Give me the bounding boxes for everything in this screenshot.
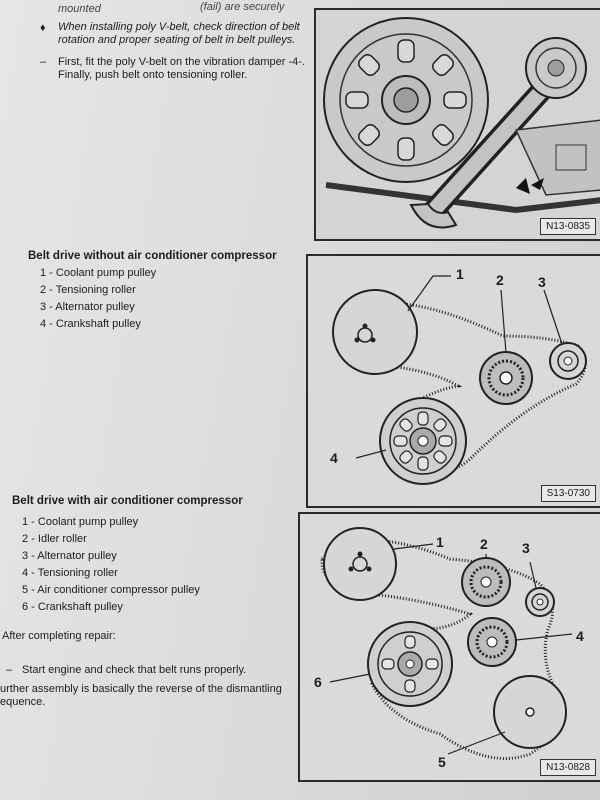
list-item: 5 - Air conditioner compressor pulley (22, 584, 200, 596)
instruction-line: First, fit the poly V-belt on the vibrat… (58, 56, 306, 68)
list-item: 4 - Tensioning roller (22, 567, 118, 579)
note-line: When installing poly V-belt, check direc… (58, 21, 300, 33)
note-line: urther assembly is basically the reverse… (0, 683, 282, 695)
belt-drive-figure: 1 2 3 4 S13-0730 (306, 254, 600, 508)
callout-label: 6 (314, 674, 322, 690)
callout-label: 3 (522, 540, 530, 556)
after-repair-heading: After completing repair: (2, 630, 116, 642)
callout-label: 4 (330, 450, 338, 466)
note-line: rotation and proper seating of belt in b… (58, 34, 296, 46)
tensioner-wrench-drawing (316, 10, 600, 239)
dash-bullet-icon: – (6, 664, 13, 676)
figure-id: S13-0730 (540, 485, 596, 502)
list-item: 1 - Coolant pump pulley (40, 267, 157, 279)
list-item: 6 - Crankshaft pulley (22, 601, 123, 613)
belt-drive-drawing (332, 275, 587, 485)
list-item: 1 - Coolant pump pulley (22, 516, 139, 528)
callout-label: 1 (456, 266, 464, 282)
list-item: 2 - Idler roller (22, 533, 87, 545)
figure-id: N13-0828 (540, 759, 596, 776)
cut-off-line-right: (fail) are securely (200, 1, 285, 13)
instruction-line: Finally, push belt onto tensioning rolle… (58, 69, 248, 81)
dash-bullet-icon: – (40, 56, 47, 68)
parts-list: 1 - Coolant pump pulley 2 - Idler roller… (22, 514, 200, 616)
tensioner-wrench-figure: N13-0835 (314, 8, 600, 241)
note-bullet-icon: ♦ (40, 22, 46, 34)
instruction-line: Start engine and check that belt runs pr… (22, 664, 247, 676)
section-heading: Belt drive with air conditioner compress… (12, 495, 243, 507)
list-item: 3 - Alternator pulley (22, 550, 117, 562)
callout-label: 5 (438, 754, 446, 770)
callout-label: 2 (480, 536, 488, 552)
figure-id: N13-0835 (540, 218, 596, 235)
belt-drive-ac-figure: 1 2 3 4 5 6 N13-0828 (298, 512, 600, 782)
cut-off-line: mounted (58, 3, 101, 15)
parts-list: 1 - Coolant pump pulley 2 - Tensioning r… (40, 265, 156, 333)
callout-label: 1 (436, 534, 444, 550)
belt-drive-ac-drawing (320, 527, 573, 760)
list-item: 4 - Crankshaft pulley (40, 318, 141, 330)
note-line: equence. (0, 696, 46, 708)
list-item: 3 - Alternator pulley (40, 301, 135, 313)
section-heading: Belt drive without air conditioner compr… (28, 250, 277, 262)
callout-label: 3 (538, 274, 546, 290)
callout-label: 4 (576, 628, 584, 644)
list-item: 2 - Tensioning roller (40, 284, 136, 296)
callout-label: 2 (496, 272, 504, 288)
